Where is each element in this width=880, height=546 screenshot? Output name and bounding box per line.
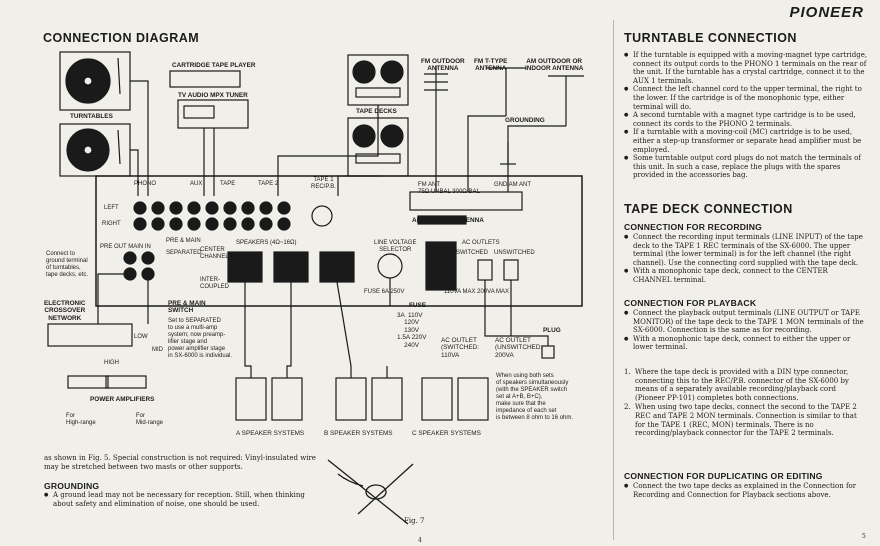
grounding-label: GROUNDING bbox=[505, 117, 545, 124]
mid-label: MID bbox=[152, 347, 163, 353]
pre-main-switch-text: Set to SEPARATED to use a multi-amp syst… bbox=[168, 318, 233, 359]
turntable-bullet: Some turntable output cord plugs do not … bbox=[624, 154, 868, 180]
b-speaker-systems-label: B SPEAKER SYSTEMS bbox=[324, 430, 393, 437]
fuse-ratings: 3A 110V 120V 130V 1.5A 220V 240V bbox=[397, 312, 427, 349]
grounding-item: A ground lead may not be necessary for r… bbox=[44, 491, 324, 508]
tape-2-label: TAPE 2 bbox=[258, 181, 279, 187]
recording-bullet: Connect the recording input terminals (L… bbox=[624, 233, 868, 267]
fuse-spec-label: FUSE 6A 250V bbox=[364, 289, 405, 295]
brand-logo: PIONEER bbox=[789, 4, 864, 21]
numbered-item: 2.When using two tape decks, connect the… bbox=[624, 403, 857, 438]
low-label: LOW bbox=[134, 334, 148, 340]
duplicating-bullets: Connect the two tape decks as explained … bbox=[624, 482, 868, 499]
phono-label: PHONO bbox=[134, 181, 157, 187]
turntable-bullet: A second turntable with a magnet type ca… bbox=[624, 111, 868, 128]
tape-numbered-list: 1.Where the tape deck is provided with a… bbox=[624, 368, 868, 438]
pre-main-switch-title: PRE & MAIN SWITCH bbox=[168, 300, 206, 315]
line-voltage-selector-label: LINE VOLTAGE SELECTOR bbox=[374, 240, 417, 253]
tape-1-rec-pb-label: TAPE 1 REC/P.B. bbox=[311, 177, 336, 190]
grounding-heading: GROUNDING bbox=[44, 481, 100, 491]
left-page-number: 4 bbox=[418, 537, 422, 544]
cartridge-tape-player-label: CARTRIDGE TAPE PLAYER bbox=[172, 62, 256, 69]
turntable-bullet: Connect the left channel cord to the upp… bbox=[624, 85, 868, 111]
fm-t-type-antenna-label: FM T-TYPE ANTENNA bbox=[474, 58, 508, 73]
center-channel-label: CENTER CHANNEL bbox=[200, 247, 229, 260]
tape-label: TAPE bbox=[220, 181, 236, 187]
grounding-list: A ground lead may not be necessary for r… bbox=[44, 491, 324, 508]
duplicating-heading: CONNECTION FOR DUPLICATING OR EDITING bbox=[624, 471, 823, 481]
c-speaker-systems-label: C SPEAKER SYSTEMS bbox=[412, 430, 481, 437]
left-channel-label: LEFT bbox=[104, 205, 119, 211]
playback-bullets: Connect the playback output terminals (L… bbox=[624, 309, 868, 352]
gnd-am-ant-label: GND AM ANT bbox=[494, 182, 532, 188]
playback-bullet: With a monophonic tape deck, connect to … bbox=[624, 335, 868, 352]
ac-outlet-unswitched-label: AC OUTLET (UNSWITCHED: 200VA bbox=[495, 337, 543, 359]
turntables-label: TURNTABLES bbox=[70, 113, 113, 120]
recording-bullets: Connect the recording input terminals (L… bbox=[624, 233, 868, 285]
electronic-crossover-label: ELECTRONIC CROSSOVER NETWORK bbox=[44, 300, 86, 322]
turntable-bullets: If the turntable is equipped with a movi… bbox=[624, 51, 868, 180]
speakers-label: SPEAKERS (4Ω~16Ω) bbox=[236, 240, 297, 246]
ac-outlet-switched-label: AC OUTLET (SWITCHED: 110VA bbox=[441, 337, 479, 359]
ac-outlets-label: AC OUTLETS bbox=[462, 240, 500, 246]
fm-outdoor-antenna-label: FM OUTDOOR ANTENNA bbox=[421, 58, 465, 73]
connect-to-ground-note: Connect to ground terminal of turntables… bbox=[46, 251, 89, 278]
fig-7-illustration bbox=[327, 459, 414, 525]
tv-audio-mpx-tuner-label: TV AUDIO MPX TUNER bbox=[178, 92, 248, 99]
high-label: HIGH bbox=[104, 360, 119, 366]
turntable-bullet: If a turntable with a moving-coil (MC) c… bbox=[624, 128, 868, 154]
recording-heading: CONNECTION FOR RECORDING bbox=[624, 222, 763, 232]
recording-bullet: With a monophonic tape deck, connect to … bbox=[624, 267, 868, 284]
power-amplifiers-label: POWER AMPLIFIERS bbox=[90, 396, 155, 403]
tape-decks-label: TAPE DECKS bbox=[356, 108, 397, 115]
turntable-bullet: If the turntable is equipped with a movi… bbox=[624, 51, 868, 85]
fm-ant-label: FM ANT 75Ω UNBAL 300Ω BAL bbox=[418, 182, 480, 195]
connection-diagram-title: CONNECTION DIAGRAM bbox=[43, 31, 200, 45]
right-channel-label: RIGHT bbox=[102, 221, 121, 227]
switched-label: SWITCHED bbox=[456, 250, 488, 256]
pre-main-label: PRE & MAIN bbox=[166, 238, 201, 244]
am-outdoor-antenna-label: AM OUTDOOR OR INDOOR ANTENNA bbox=[525, 58, 584, 73]
a-speaker-systems-label: A SPEAKER SYSTEMS bbox=[236, 430, 305, 437]
turntable-connection-title: TURNTABLE CONNECTION bbox=[624, 31, 797, 45]
connection-diagram bbox=[47, 51, 584, 421]
inter-coupled-label: INTER- COUPLED bbox=[200, 277, 230, 290]
body-text: as shown in Fig. 5. Special construction… bbox=[44, 454, 316, 471]
tape-deck-connection-title: TAPE DECK CONNECTION bbox=[624, 202, 793, 216]
unswitched-label: UNSWITCHED bbox=[494, 250, 535, 256]
plug-label: PLUG bbox=[543, 327, 561, 334]
am-ferrite-antenna-label: AM FERRITE ANTENNA bbox=[412, 217, 484, 224]
page-divider bbox=[613, 20, 614, 540]
fuse-label: FUSE bbox=[409, 302, 427, 309]
for-mid-range-label: For Mid-range bbox=[136, 413, 164, 426]
aux-label: AUX bbox=[190, 181, 203, 187]
playback-bullet: Connect the playback output terminals (L… bbox=[624, 309, 868, 335]
speaker-impedance-note: When using both sets of speakers simulta… bbox=[496, 373, 574, 421]
numbered-item: 1.Where the tape deck is provided with a… bbox=[624, 368, 849, 402]
right-page-number: 5 bbox=[862, 533, 866, 540]
pre-out-main-in-label: PRE OUT MAIN IN bbox=[100, 244, 151, 250]
duplicating-bullet: Connect the two tape decks as explained … bbox=[624, 482, 868, 499]
separated-label: SEPARATED bbox=[166, 250, 202, 256]
outlet-ratings-label: 110VA MAX 200VA MAX bbox=[444, 289, 510, 295]
playback-heading: CONNECTION FOR PLAYBACK bbox=[624, 298, 757, 308]
fig-7-label: Fig. 7 bbox=[404, 517, 425, 525]
for-high-range-label: For High-range bbox=[66, 413, 96, 426]
